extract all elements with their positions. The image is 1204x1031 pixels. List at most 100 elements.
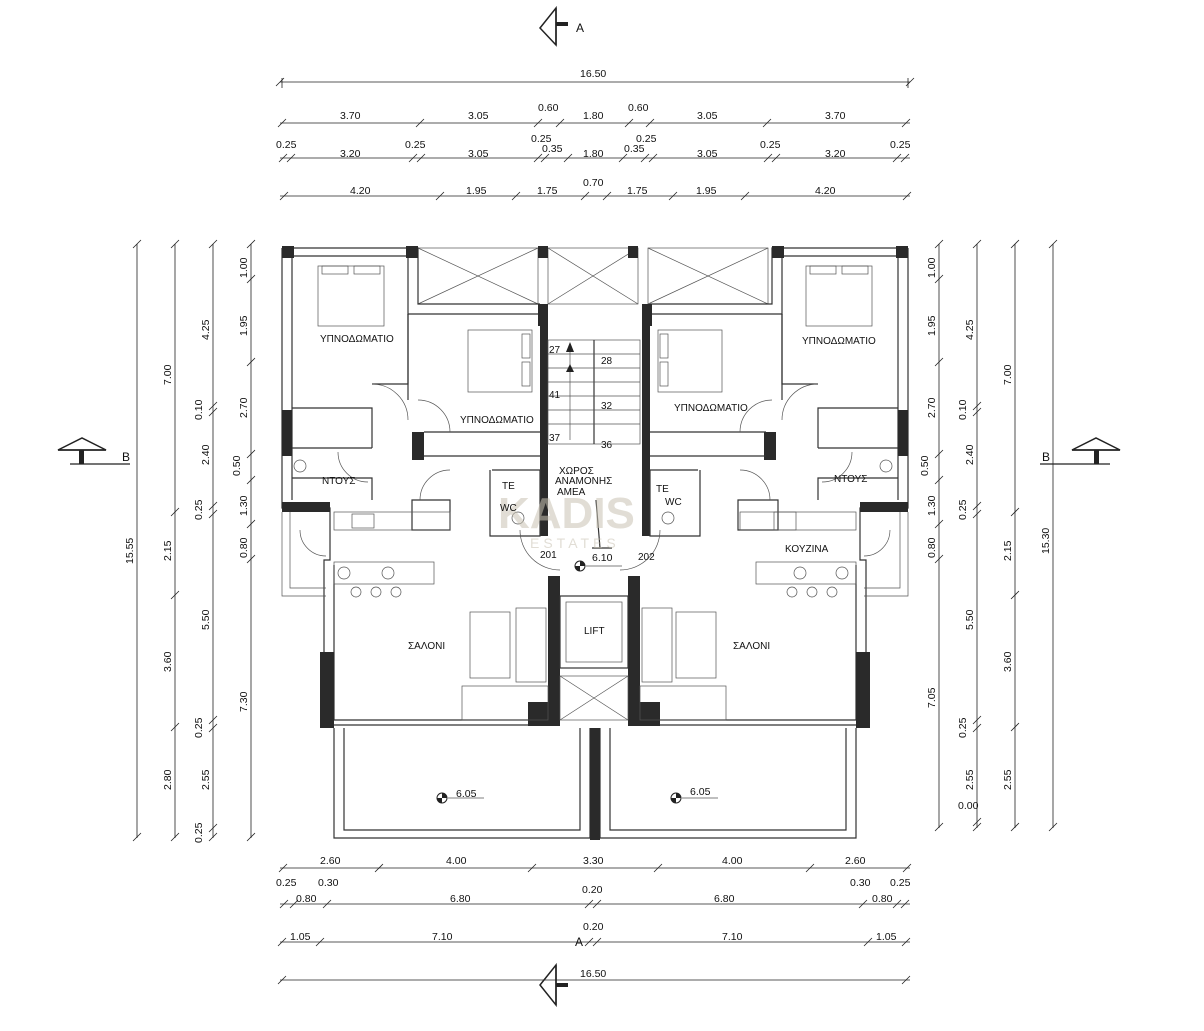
dim-top-2-3: 0.35 xyxy=(542,143,563,155)
label-living-right: ΣΑΛΟΝΙ xyxy=(733,641,770,652)
stair-step-28: 28 xyxy=(601,356,613,367)
dim-bottom-1-5: 2.60 xyxy=(845,855,866,867)
dim-bottom-2a-1: 0.25 xyxy=(276,877,297,889)
dim-top-3-4: 0.70 xyxy=(583,177,604,189)
level-marker-landing: 6.10 xyxy=(574,552,622,572)
dim-left-3-7: 2.55 xyxy=(200,769,212,790)
level-markers: 6.10 6.05 6.05 xyxy=(436,552,718,804)
dim-top-1-5: 0.60 xyxy=(628,102,649,114)
section-marker-top: A xyxy=(539,5,584,47)
dim-left-4-4: 0.50 xyxy=(231,455,243,476)
dim-bottom-2a-3: 0.20 xyxy=(582,884,603,896)
dim-left-2-4: 2.80 xyxy=(162,769,174,790)
dim-top-1-2: 3.05 xyxy=(468,110,489,122)
dim-top-3-7: 4.20 xyxy=(815,185,836,197)
dim-top-3-2: 1.95 xyxy=(466,185,487,197)
label-bedroom-left-inner: ΥΠΝΟΔΩΜΑΤΙΟ xyxy=(460,415,534,426)
dim-top-3-6: 1.95 xyxy=(696,185,717,197)
dim-bottom-2a-5: 0.25 xyxy=(890,877,911,889)
dim-right-2-2: 2.15 xyxy=(1002,540,1014,561)
dim-top-1-4: 1.80 xyxy=(583,110,604,122)
dim-left-3-4: 0.25 xyxy=(193,499,205,520)
label-wc-right: WC xyxy=(665,497,682,508)
left-dimensions: 15.55 7.00 2.15 3.60 2.80 4.25 0.10 2.40… xyxy=(124,239,256,843)
watermark-mark: KADIS xyxy=(498,489,635,538)
dim-bottom-1-2: 4.00 xyxy=(446,855,467,867)
label-wc-left: WC xyxy=(500,503,517,514)
dim-right-3-1: 4.25 xyxy=(964,319,976,340)
section-label-a-top: A xyxy=(576,21,584,35)
dim-right-3-8: 0.00 xyxy=(958,800,979,812)
dim-top-1-3: 0.60 xyxy=(538,102,559,114)
section-label-b-right: B xyxy=(1042,450,1050,464)
section-marker-bottom: A xyxy=(539,935,583,1008)
dim-bottom-1-1: 2.60 xyxy=(320,855,341,867)
dim-bottom-3-4: 1.05 xyxy=(876,931,897,943)
dim-top-2a-2: 0.25 xyxy=(405,139,426,151)
label-unit-left: 201 xyxy=(540,550,557,561)
dim-right-2-4: 2.55 xyxy=(1002,769,1014,790)
dim-top-2a-5: 0.25 xyxy=(760,139,781,151)
dim-bottom-2-3: 6.80 xyxy=(714,893,735,905)
lift-label: LIFT xyxy=(584,626,605,637)
dim-right-3-6: 0.25 xyxy=(957,717,969,738)
dim-top-2a-6: 0.25 xyxy=(890,139,911,151)
dim-bottom-3-3: 7.10 xyxy=(722,931,743,943)
dim-left-4-6: 0.80 xyxy=(238,537,250,558)
room-labels: ΥΠΝΟΔΩΜΑΤΙΟ ΥΠΝΟΔΩΜΑΤΙΟ ΥΠΝΟΔΩΜΑΤΙΟ ΥΠΝΟ… xyxy=(320,334,876,652)
dim-top-2-6: 3.05 xyxy=(697,148,718,160)
dim-left-4-7: 7.30 xyxy=(238,691,250,712)
dim-bottom-1-4: 4.00 xyxy=(722,855,743,867)
dim-left-3-6: 0.25 xyxy=(193,717,205,738)
label-waiting-1: ΧΩΡΟΣ xyxy=(559,466,594,477)
section-marker-left: B xyxy=(57,437,130,465)
dim-right-3-4: 0.25 xyxy=(957,499,969,520)
dim-left-2-2: 2.15 xyxy=(162,540,174,561)
dim-right-4-5: 1.30 xyxy=(926,495,938,516)
dim-top-2-4: 1.80 xyxy=(583,148,604,160)
dim-left-2-1: 7.00 xyxy=(162,364,174,385)
dim-left-4-5: 1.30 xyxy=(238,495,250,516)
label-te-left: TE xyxy=(502,481,515,492)
dim-right-3-2: 0.10 xyxy=(957,399,969,420)
top-dimensions: 16.50 3.70 3.05 0.60 1.80 0.60 3.05 3.70… xyxy=(275,68,915,201)
stair-step-37: 37 xyxy=(549,433,561,444)
dim-top-3-5: 1.75 xyxy=(627,185,648,197)
dim-top-2a-1: 0.25 xyxy=(276,139,297,151)
dim-top-1-7: 3.70 xyxy=(825,110,846,122)
dim-left-4-1: 1.00 xyxy=(238,257,250,278)
building-outline xyxy=(281,246,909,840)
label-bedroom-left-outer: ΥΠΝΟΔΩΜΑΤΙΟ xyxy=(320,334,394,345)
dim-right-3-7: 2.55 xyxy=(964,769,976,790)
dim-left-3-5: 5.50 xyxy=(200,609,212,630)
lift-shaft: LIFT xyxy=(559,595,629,721)
stair-step-32: 32 xyxy=(601,401,613,412)
dim-bottom-2a-4: 0.30 xyxy=(850,877,871,889)
watermark-sub: ESTATES xyxy=(530,535,620,551)
dim-left-3-3: 2.40 xyxy=(200,444,212,465)
stair-step-27: 27 xyxy=(549,345,561,356)
section-label-b-left: B xyxy=(122,450,130,464)
dim-right-2-3: 3.60 xyxy=(1002,651,1014,672)
right-dimensions: 1.00 1.95 2.70 0.50 1.30 0.80 7.05 4.25 … xyxy=(919,239,1058,832)
label-te-right: TE xyxy=(656,484,669,495)
dim-left-3-2: 0.10 xyxy=(193,399,205,420)
label-waiting-2: ΑΝΑΜΟΝΗΣ xyxy=(555,476,612,487)
dim-bottom-overall: 16.50 xyxy=(580,968,606,980)
dim-top-1-6: 3.05 xyxy=(697,110,718,122)
dim-top-2-2: 3.05 xyxy=(468,148,489,160)
dim-top-overall: 16.50 xyxy=(580,68,606,80)
bottom-dimensions: 2.60 4.00 3.30 4.00 2.60 0.25 0.30 0.20 … xyxy=(276,855,912,985)
dim-top-2-5: 0.35 xyxy=(624,143,645,155)
dim-top-2a-4: 0.25 xyxy=(636,133,657,145)
furniture xyxy=(293,265,893,721)
dim-right-3-5: 5.50 xyxy=(964,609,976,630)
dim-right-4-6: 0.80 xyxy=(926,537,938,558)
label-living-left: ΣΑΛΟΝΙ xyxy=(408,641,445,652)
dim-right-4-3: 2.70 xyxy=(926,397,938,418)
label-bedroom-right-inner: ΥΠΝΟΔΩΜΑΤΙΟ xyxy=(674,403,748,414)
dim-left-3-1: 4.25 xyxy=(200,319,212,340)
staircase: 27 28 41 32 37 36 xyxy=(547,339,641,451)
dim-right-3-3: 2.40 xyxy=(964,444,976,465)
label-kitchen-right: ΚΟΥΖΙΝΑ xyxy=(785,544,829,555)
